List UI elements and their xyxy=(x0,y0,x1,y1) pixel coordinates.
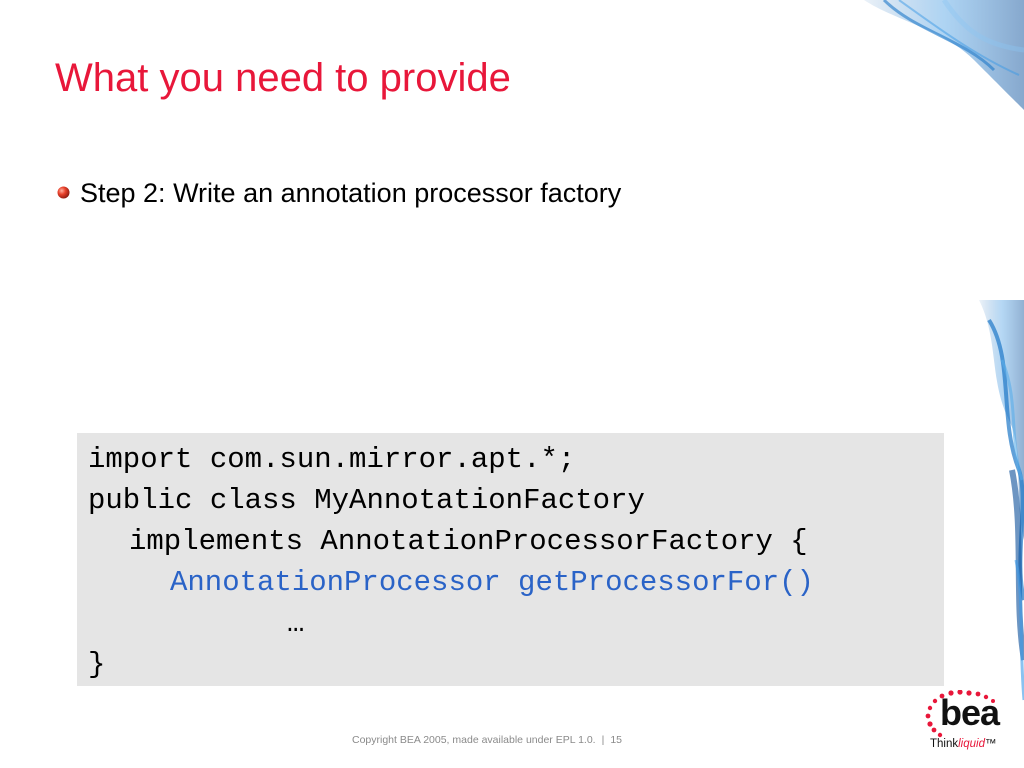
bullet-text: Step 2: Write an annotation processor fa… xyxy=(80,178,622,208)
code-line-ellipsis: … xyxy=(287,607,305,640)
bullet-item: Step 2: Write an annotation processor fa… xyxy=(57,178,621,209)
code-line: import com.sun.mirror.apt.*; xyxy=(88,443,576,476)
logo-tagline: Thinkliquid™ xyxy=(930,738,996,750)
bea-logo: bea Thinkliquid™ xyxy=(920,690,1020,760)
slide-footer: Copyright BEA 2005, made available under… xyxy=(352,734,622,746)
footer-copyright: Copyright BEA 2005, made available under… xyxy=(352,734,596,746)
code-line-highlighted: AnnotationProcessor getProcessorFor() xyxy=(170,566,814,599)
logo-word: bea xyxy=(940,692,1000,733)
code-line: } xyxy=(88,648,106,681)
code-line: public class MyAnnotationFactory xyxy=(88,484,645,517)
logo-tag-tm: ™ xyxy=(984,738,997,750)
bea-logo-icon xyxy=(925,690,995,738)
logo-tag-think: Think xyxy=(930,738,959,750)
logo-tag-liquid: liquid xyxy=(958,738,985,750)
code-line: implements AnnotationProcessorFactory { xyxy=(129,525,808,558)
red-sphere-bullet-icon xyxy=(57,186,70,199)
footer-separator: | xyxy=(601,734,605,746)
page-number: 15 xyxy=(610,734,623,746)
slide-title: What you need to provide xyxy=(55,56,511,100)
code-block: import com.sun.mirror.apt.*; public clas… xyxy=(77,433,944,686)
